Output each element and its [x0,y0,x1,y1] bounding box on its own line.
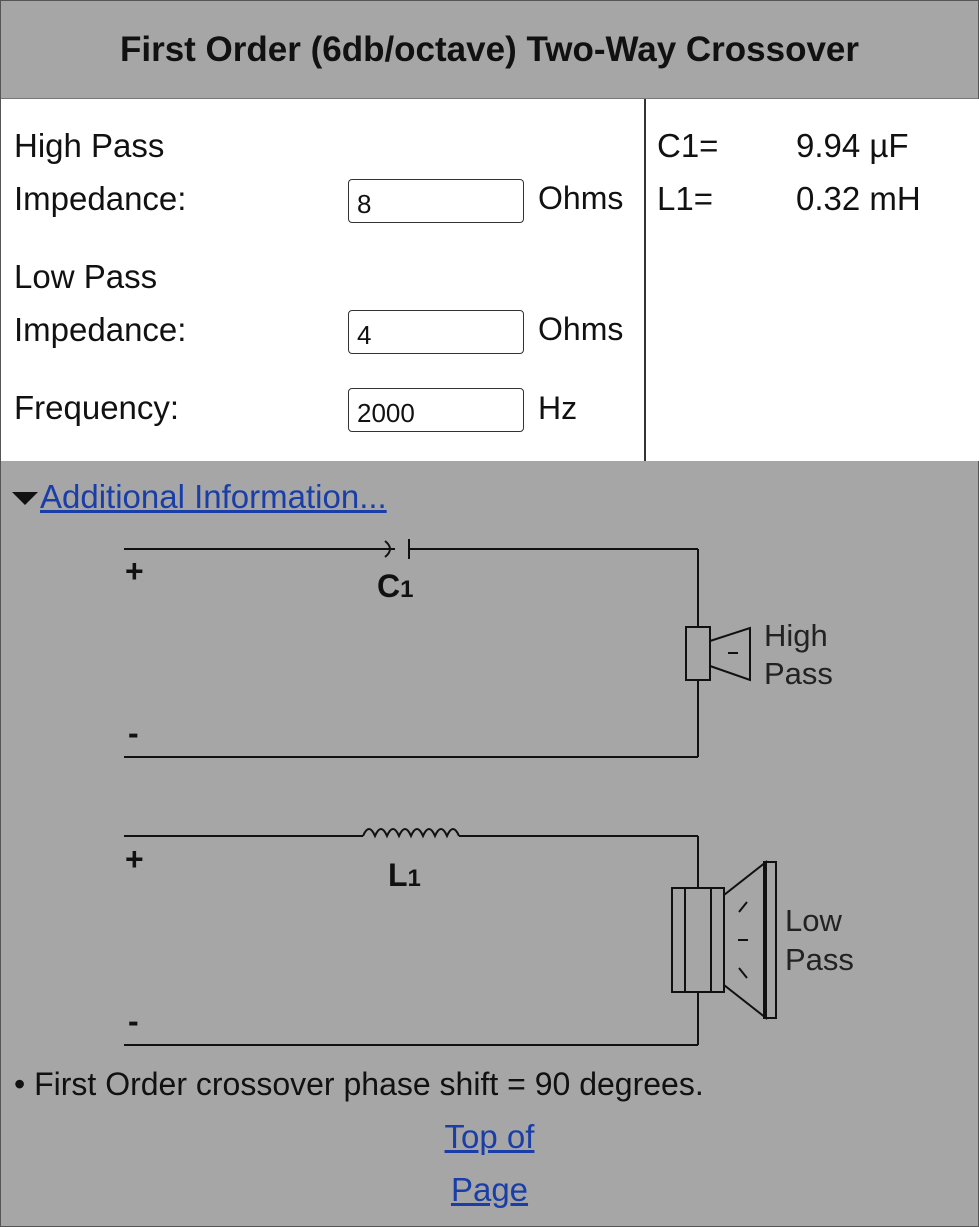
high-pass-label-line1: High [764,618,828,653]
frequency-input[interactable] [348,388,524,432]
results-panel: C1= 9.94 µF L1= 0.32 mH [646,99,979,461]
input-panel: High Pass Impedance: Ohms Low Pass Imped… [1,99,644,461]
c1-symbol-label: C1 [377,568,413,604]
panel-divider [644,99,646,461]
high-pass-impedance-input[interactable] [348,179,524,223]
hp-minus-label: - [128,715,139,751]
l1-result-label: L1= [657,180,713,217]
low-pass-cone-mark-3 [738,967,748,979]
additional-info-link[interactable]: Additional Information... [40,478,387,515]
low-pass-impedance-label: Impedance: [14,311,187,348]
crossover-circuit-diagram: + - C1 High Pass + - L1 Low Pass [124,539,854,1046]
high-pass-label-line2: Pass [764,656,833,691]
low-pass-label-line2: Pass [785,942,854,977]
additional-info-toggle[interactable]: Additional Information... [12,478,387,516]
c1-result-value: 9.94 µF [796,127,909,164]
frequency-label: Frequency: [14,389,180,426]
low-pass-impedance-input[interactable] [348,310,524,354]
l1-symbol-label: L1 [388,857,421,893]
low-pass-label-line1: Low [785,903,842,938]
c1-result-label: C1= [657,127,719,164]
low-pass-speaker-magnet [671,887,725,993]
disclosure-triangle-icon [12,491,38,505]
l1-coil [362,828,460,839]
page-title: First Order (6db/octave) Two-Way Crossov… [1,1,978,99]
top-of-page-link-line1[interactable]: Top of [444,1118,535,1155]
high-pass-speaker-magnet [685,626,711,681]
lp-plus-label: + [125,841,144,877]
hp-plus-label: + [125,553,144,589]
high-pass-impedance-label: Impedance: [14,180,187,217]
l1-result-value: 0.32 mH [796,180,921,217]
high-pass-label: High Pass [14,127,165,164]
c1-curved-plate [384,540,391,558]
low-pass-cone-mark-1 [738,901,748,913]
low-pass-label: Low Pass [14,258,158,295]
high-pass-speaker-cone [709,626,751,682]
lp-minus-label: - [128,1003,139,1039]
phase-shift-note: • First Order crossover phase shift = 90… [14,1066,704,1102]
low-pass-unit: Ohms [538,311,624,347]
high-pass-unit: Ohms [538,180,624,216]
top-of-page-link-line2[interactable]: Page [450,1171,529,1208]
low-pass-speaker-rim [763,861,777,1019]
frequency-unit: Hz [538,390,578,426]
